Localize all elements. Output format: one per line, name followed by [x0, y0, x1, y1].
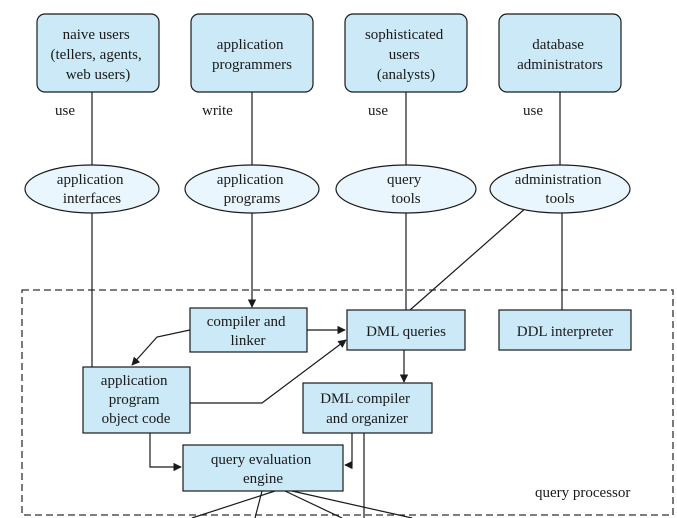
edge-label-use-analysts: use [368, 103, 388, 119]
user-dba: database administrators [498, 13, 622, 93]
edge-compiler-to-object-code [131, 329, 191, 366]
svg-text:compiler and linker: compiler and linker [207, 314, 289, 349]
user-naive: naive users (tellers, agents, web users) [36, 13, 160, 93]
svg-text:application programmers: application programmers [212, 37, 292, 73]
edge-engine-out-4 [291, 490, 413, 518]
svg-text:DML queries: DML queries [366, 324, 446, 340]
edge-label-use-naive: use [55, 103, 75, 119]
user-programmers: application programmers [190, 13, 314, 93]
svg-text:query evaluation engine: query evaluation engine [211, 452, 315, 487]
edge-engine-out-3 [284, 490, 343, 518]
edge-object-code-to-dml-queries [190, 339, 347, 404]
svg-text:naive users (tellers, ag: naive users (tellers, agents, web users) [51, 27, 146, 83]
dml-queries: DML queries [346, 309, 466, 351]
edge-engine-out-2 [254, 490, 263, 518]
query-evaluation-engine: query evaluation engine [182, 444, 344, 492]
connectors [91, 75, 563, 518]
svg-text:DDL interpreter: DDL interpreter [517, 324, 613, 340]
compiler-linker: compiler and linker [189, 307, 308, 353]
query-processor-boundary [21, 289, 674, 516]
edge-dml-compiler-to-engine [344, 433, 353, 470]
app-object-code: application program object code [82, 366, 191, 434]
dml-compiler-organizer: DML compiler and organizer [302, 382, 433, 434]
edge-object-code-to-engine [149, 433, 182, 472]
svg-text:database administrators: database administrators [517, 37, 603, 73]
edge-label-use-dba: use [523, 103, 543, 119]
edge-engine-out-1 [191, 490, 276, 518]
query-processor-label: query processor [535, 485, 630, 501]
edge-admin-tools-to-dml-queries [409, 206, 528, 311]
tool-query-tools: query tools [335, 164, 477, 214]
svg-text:application interfaces: application interfaces [57, 172, 127, 207]
tool-app-interfaces: application interfaces [24, 164, 160, 214]
edge-label-write: write [202, 103, 233, 119]
svg-text:query tools: query tools [387, 172, 425, 207]
tool-admin-tools: administration tools [489, 164, 631, 214]
svg-text:DML compiler and organiz: DML compiler and organizer [320, 391, 414, 427]
user-sophisticated: sophisticated users (analysts) [344, 13, 468, 93]
tool-app-programs: application programs [184, 164, 320, 214]
svg-text:sophisticated users: sophisticated users (analysts) [365, 27, 447, 83]
svg-text:application program: application program object code [101, 373, 171, 427]
ddl-interpreter: DDL interpreter [498, 309, 632, 351]
svg-text:administration tools: administration tools [515, 172, 605, 207]
svg-text:application programs: application programs [217, 172, 287, 207]
